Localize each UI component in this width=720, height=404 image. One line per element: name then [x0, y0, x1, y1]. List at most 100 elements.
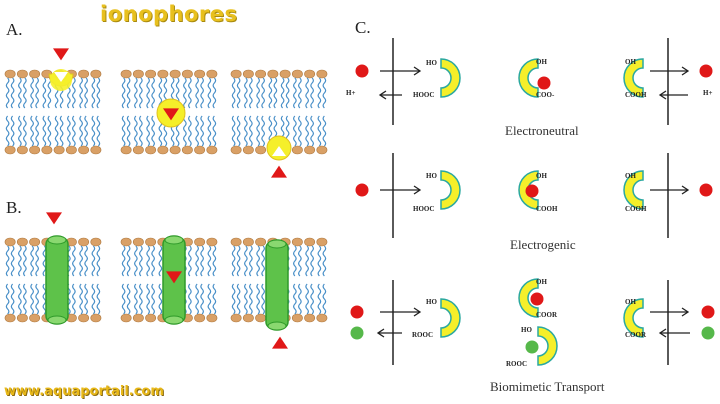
lipid-head [29, 145, 41, 155]
lipid-head [230, 313, 242, 323]
lipid-tail [293, 245, 297, 277]
lipid-head [120, 145, 132, 155]
lipid-tail [256, 77, 260, 109]
lipid-head [304, 145, 316, 155]
lipid-tail [310, 115, 314, 147]
lipid-tail [207, 115, 212, 147]
lipid-tail [280, 77, 285, 109]
lipid-head [206, 145, 218, 155]
lipid-tail [79, 245, 83, 277]
lipid-tail [207, 245, 212, 277]
ionophore-carrier [537, 326, 558, 366]
group-label: COO- [536, 91, 555, 99]
lipid-tail [151, 115, 155, 147]
lipid-head [230, 69, 242, 79]
lipid-tail [42, 245, 47, 277]
lipid-tail [188, 245, 192, 277]
channel-opening [164, 315, 184, 325]
panel-a-label: A. [6, 20, 23, 39]
lipid-head [41, 145, 53, 155]
lipid-tail [96, 245, 101, 277]
lipid-head [316, 313, 328, 323]
lipid-tail [188, 115, 192, 147]
group-label: OH [536, 58, 547, 66]
lipid-head [316, 69, 328, 79]
lipid-head [291, 237, 303, 247]
arrowhead-icon [376, 328, 385, 338]
group-label: HO [426, 298, 437, 306]
lipid-tail [322, 283, 327, 315]
lipid-head [145, 69, 157, 79]
lipid-tail [10, 283, 15, 315]
lipid-tail [317, 115, 322, 147]
lipid-tail [18, 283, 22, 315]
lipid-head [194, 237, 206, 247]
group-label: ROOC [506, 360, 527, 368]
panel-b-label: B. [6, 198, 22, 217]
lipid-tail [146, 115, 150, 147]
lipid-head [16, 145, 28, 155]
lipid-tail [79, 283, 83, 315]
lipid-tail [146, 77, 150, 109]
lipid-tail [30, 115, 34, 147]
channel-opening [267, 239, 287, 249]
lipid-head [194, 145, 206, 155]
lipid-tail [35, 283, 39, 315]
metal-ion [525, 340, 539, 354]
lipid-tail [96, 77, 101, 109]
species-label: H+ [703, 89, 713, 97]
lipid-head [169, 69, 181, 79]
lipid-tail [139, 283, 143, 315]
lipid-head [157, 69, 169, 79]
lipid-tail [298, 115, 302, 147]
ionophore-carrier [518, 170, 539, 210]
lipid-tail [293, 283, 297, 315]
lipid-head [255, 145, 267, 155]
arrowhead-icon [681, 66, 690, 76]
ionophore-carrier [623, 298, 644, 338]
metal-ion [355, 183, 369, 197]
lipid-tail [134, 245, 138, 277]
binding-site [54, 72, 68, 82]
ion-triangle [53, 48, 69, 61]
lipid-tail [231, 245, 236, 277]
lipid-tail [183, 77, 187, 109]
lipid-tail [298, 283, 302, 315]
lipid-tail [298, 77, 302, 109]
lipid-tail [188, 77, 192, 109]
lipid-head [4, 313, 16, 323]
lipid-tail [310, 77, 314, 109]
lipid-tail [35, 115, 39, 147]
arrowhead-icon [413, 185, 422, 195]
lipid-tail [212, 245, 217, 277]
lipid-tail [5, 77, 10, 109]
group-label: OH [625, 58, 636, 66]
lipid-head [206, 237, 218, 247]
lipid-tail [305, 245, 309, 277]
lipid-tail [261, 283, 265, 315]
lipid-tail [322, 77, 327, 109]
lipid-tail [236, 283, 241, 315]
ionophore-carrier [440, 170, 461, 210]
lipid-tail [134, 115, 138, 147]
lipid-tail [72, 115, 76, 147]
lipid-tail [244, 115, 248, 147]
arrowhead-icon [681, 307, 690, 317]
lipid-tail [84, 283, 88, 315]
lipid-tail [273, 77, 278, 109]
lipid-tail [317, 245, 322, 277]
metal-ion [701, 326, 715, 340]
lipid-head [255, 237, 267, 247]
lipid-tail [317, 283, 322, 315]
lipid-tail [139, 245, 143, 277]
lipid-tail [256, 283, 260, 315]
lipid-head [29, 69, 41, 79]
metal-ion [699, 64, 713, 78]
lipid-head [145, 237, 157, 247]
lipid-tail [236, 115, 241, 147]
lipid-tail [42, 283, 47, 315]
binding-site [272, 146, 286, 156]
lipid-tail [244, 77, 248, 109]
lipid-tail [23, 245, 27, 277]
metal-ion [355, 64, 369, 78]
